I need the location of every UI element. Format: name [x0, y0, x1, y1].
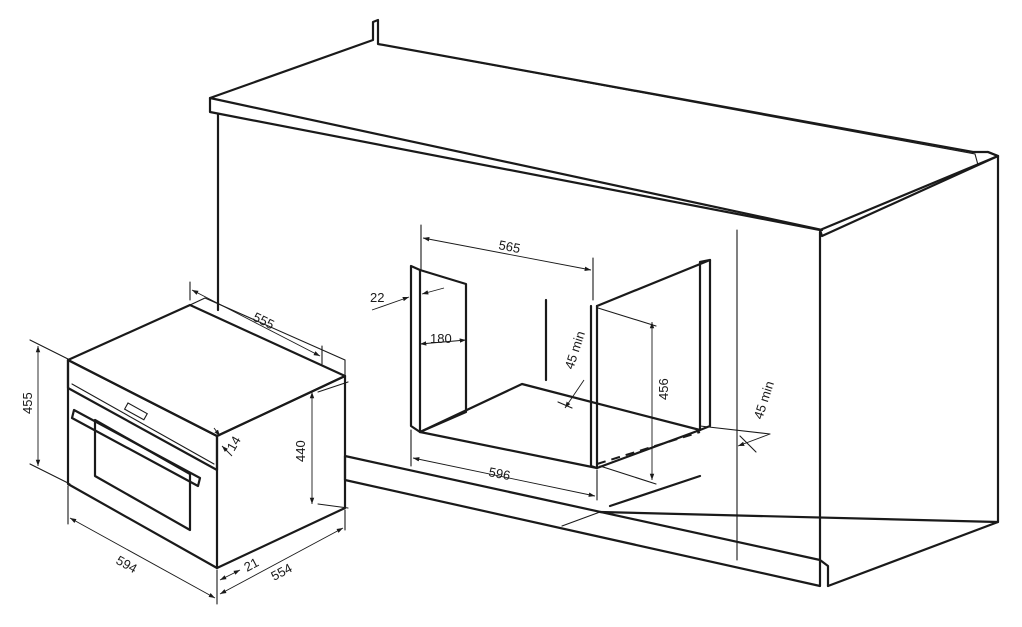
cabinet-base [343, 454, 822, 588]
cabinet-floor-crease [561, 511, 601, 527]
oven-control-panel [66, 358, 219, 472]
worktop-back-lip [377, 43, 979, 166]
dim-oven-body-depth: 555 [251, 309, 277, 332]
dim-niche-width-top: 565 [497, 237, 521, 256]
niche-vent-slot [608, 474, 702, 508]
oven-panel-inner [71, 383, 215, 465]
niche-vent-gap [596, 431, 701, 465]
dim-oven-width: 594 [114, 553, 140, 577]
dim-vent-depth: 180 [430, 331, 452, 346]
oven-display [123, 402, 148, 421]
niche-left-frame [409, 264, 422, 434]
oven [66, 297, 347, 570]
worktop-top [208, 18, 1000, 232]
dim-niche-height: 456 [656, 378, 671, 400]
dim-niche-width-bottom: 596 [487, 464, 511, 483]
dim-oven-depth: 554 [268, 560, 294, 583]
cabinet [208, 18, 1000, 588]
niche-right-wall-edge [698, 258, 712, 432]
oven-front [66, 358, 219, 570]
dim-side-gap: 22 [370, 290, 384, 305]
dim-vent-min-bottom: 45 min [751, 379, 777, 421]
niche-right-wall [595, 258, 712, 432]
oven-body-side [215, 374, 347, 570]
dim-panel-thickness: 14 [224, 433, 244, 453]
worktop-front-edge [208, 96, 1000, 238]
niche-left-wall [418, 268, 468, 434]
dimension-lines [29, 224, 771, 605]
dim-vent-min-top: 45 min [562, 329, 588, 371]
niche-right-frame [589, 304, 599, 470]
dim-oven-height: 455 [20, 392, 35, 414]
cabinet-floor [598, 510, 1000, 524]
oven-door-handle [70, 408, 202, 488]
dimension-labels: 565 596 456 22 180 45 min 45 min 555 455… [20, 237, 777, 583]
dim-frame-offset: 21 [241, 555, 261, 575]
dim-oven-body-height: 440 [293, 440, 308, 462]
niche [409, 258, 712, 508]
cabinet-front-right [818, 230, 830, 588]
oven-body-top [66, 303, 347, 438]
